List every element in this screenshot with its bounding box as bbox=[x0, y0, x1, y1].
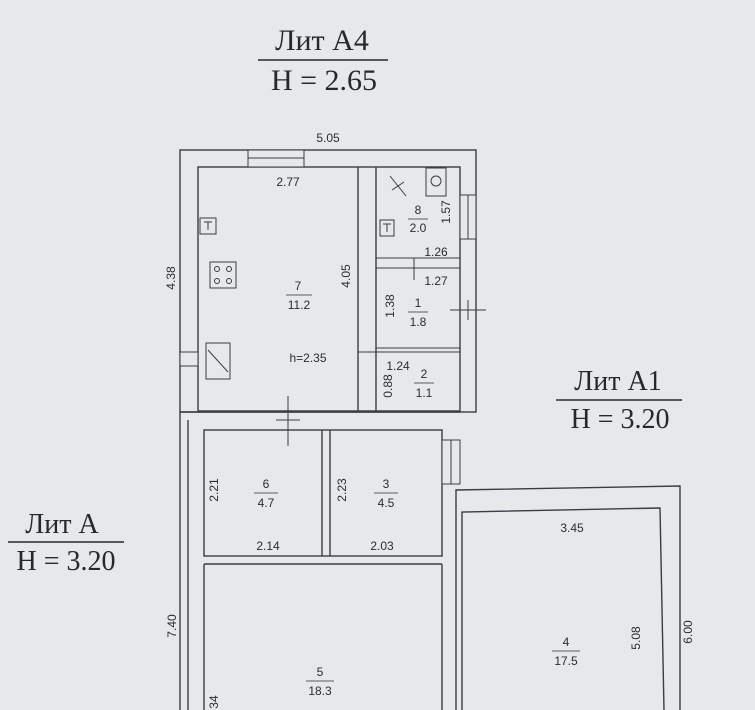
dim-room2-width: 1.24 bbox=[386, 359, 410, 373]
room-6-area: 4.7 bbox=[258, 496, 275, 510]
room-2-area: 1.1 bbox=[416, 386, 433, 400]
room-8: 8 2.0 bbox=[408, 203, 428, 235]
dimensions: 5.05 2.77 4.05 4.38 1.57 1.26 1.27 1.38 … bbox=[164, 131, 695, 709]
room-7-ceiling: h=2.35 bbox=[289, 351, 326, 365]
room-4: 4 17.5 bbox=[552, 635, 580, 668]
dim-room8-height: 1.57 bbox=[439, 200, 453, 224]
doors bbox=[276, 258, 486, 446]
room-3-area: 4.5 bbox=[378, 496, 395, 510]
room-6-number: 6 bbox=[263, 477, 270, 491]
dim-room1-width-top: 1.26 bbox=[424, 245, 448, 259]
label-lit-a4: Лит А4 H = 2.65 bbox=[258, 24, 388, 97]
dim-room3-height: 2.23 bbox=[335, 478, 349, 502]
room-7-area: 11.2 bbox=[288, 298, 311, 312]
lit-a-height: H = 3.20 bbox=[16, 546, 115, 577]
dim-room6-width: 2.14 bbox=[256, 539, 280, 553]
room-3-number: 3 bbox=[383, 477, 390, 491]
dim-room2-height: 0.88 bbox=[381, 374, 395, 398]
room-1-number: 1 bbox=[415, 296, 422, 310]
room-3: 3 4.5 bbox=[374, 477, 398, 510]
lit-a1-height: H = 3.20 bbox=[570, 404, 669, 435]
dim-left-a4: 4.38 bbox=[164, 266, 178, 290]
fixtures-room-7 bbox=[199, 217, 237, 380]
room-8-area: 2.0 bbox=[410, 221, 427, 235]
windows-lit-a4 bbox=[179, 149, 477, 367]
label-lit-a: Лит А H = 3.20 bbox=[8, 509, 124, 577]
room-4-number: 4 bbox=[563, 635, 570, 649]
dim-room1-width: 1.27 bbox=[424, 274, 448, 288]
fixtures-room-8 bbox=[379, 167, 447, 237]
room-7-number: 7 bbox=[295, 279, 302, 293]
room-8-number: 8 bbox=[415, 203, 422, 217]
dim-room3-width: 2.03 bbox=[370, 539, 394, 553]
dim-room7-height: 4.05 bbox=[339, 264, 353, 288]
room-6: 6 4.7 bbox=[254, 477, 278, 510]
dim-room1-height: 1.38 bbox=[383, 294, 397, 318]
room-2-number: 2 bbox=[421, 367, 428, 381]
dim-room4-width: 3.45 bbox=[560, 521, 584, 535]
lit-a-name: Лит А bbox=[25, 509, 99, 540]
lit-a4-height: H = 2.65 bbox=[271, 64, 377, 97]
dim-top-width: 5.05 bbox=[316, 131, 340, 145]
dim-room6-height: 2.21 bbox=[207, 478, 221, 502]
room-5-area: 18.3 bbox=[308, 684, 332, 698]
lit-a4-name: Лит А4 bbox=[275, 24, 369, 57]
dim-lit-a-height: 7.40 bbox=[165, 614, 179, 638]
room-1-area: 1.8 bbox=[410, 315, 427, 329]
room-5-number: 5 bbox=[317, 665, 324, 679]
room-5: 5 18.3 bbox=[306, 665, 334, 698]
room-4-area: 17.5 bbox=[554, 654, 578, 668]
room-7: 7 11.2 h=2.35 bbox=[286, 279, 327, 365]
room-1: 1 1.8 bbox=[408, 296, 428, 329]
dim-room7-width: 2.77 bbox=[276, 175, 300, 189]
room-2: 2 1.1 bbox=[414, 367, 434, 400]
walls-lit-a1 bbox=[455, 485, 681, 710]
dim-room4-height: 5.08 bbox=[629, 626, 643, 650]
dim-lit-a1-height: 6.00 bbox=[681, 620, 695, 644]
dim-room5-partial: 34 bbox=[207, 695, 221, 709]
lit-a1-name: Лит А1 bbox=[574, 366, 661, 397]
label-lit-a1: Лит А1 H = 3.20 bbox=[556, 366, 682, 435]
walls-lit-a bbox=[179, 411, 461, 710]
